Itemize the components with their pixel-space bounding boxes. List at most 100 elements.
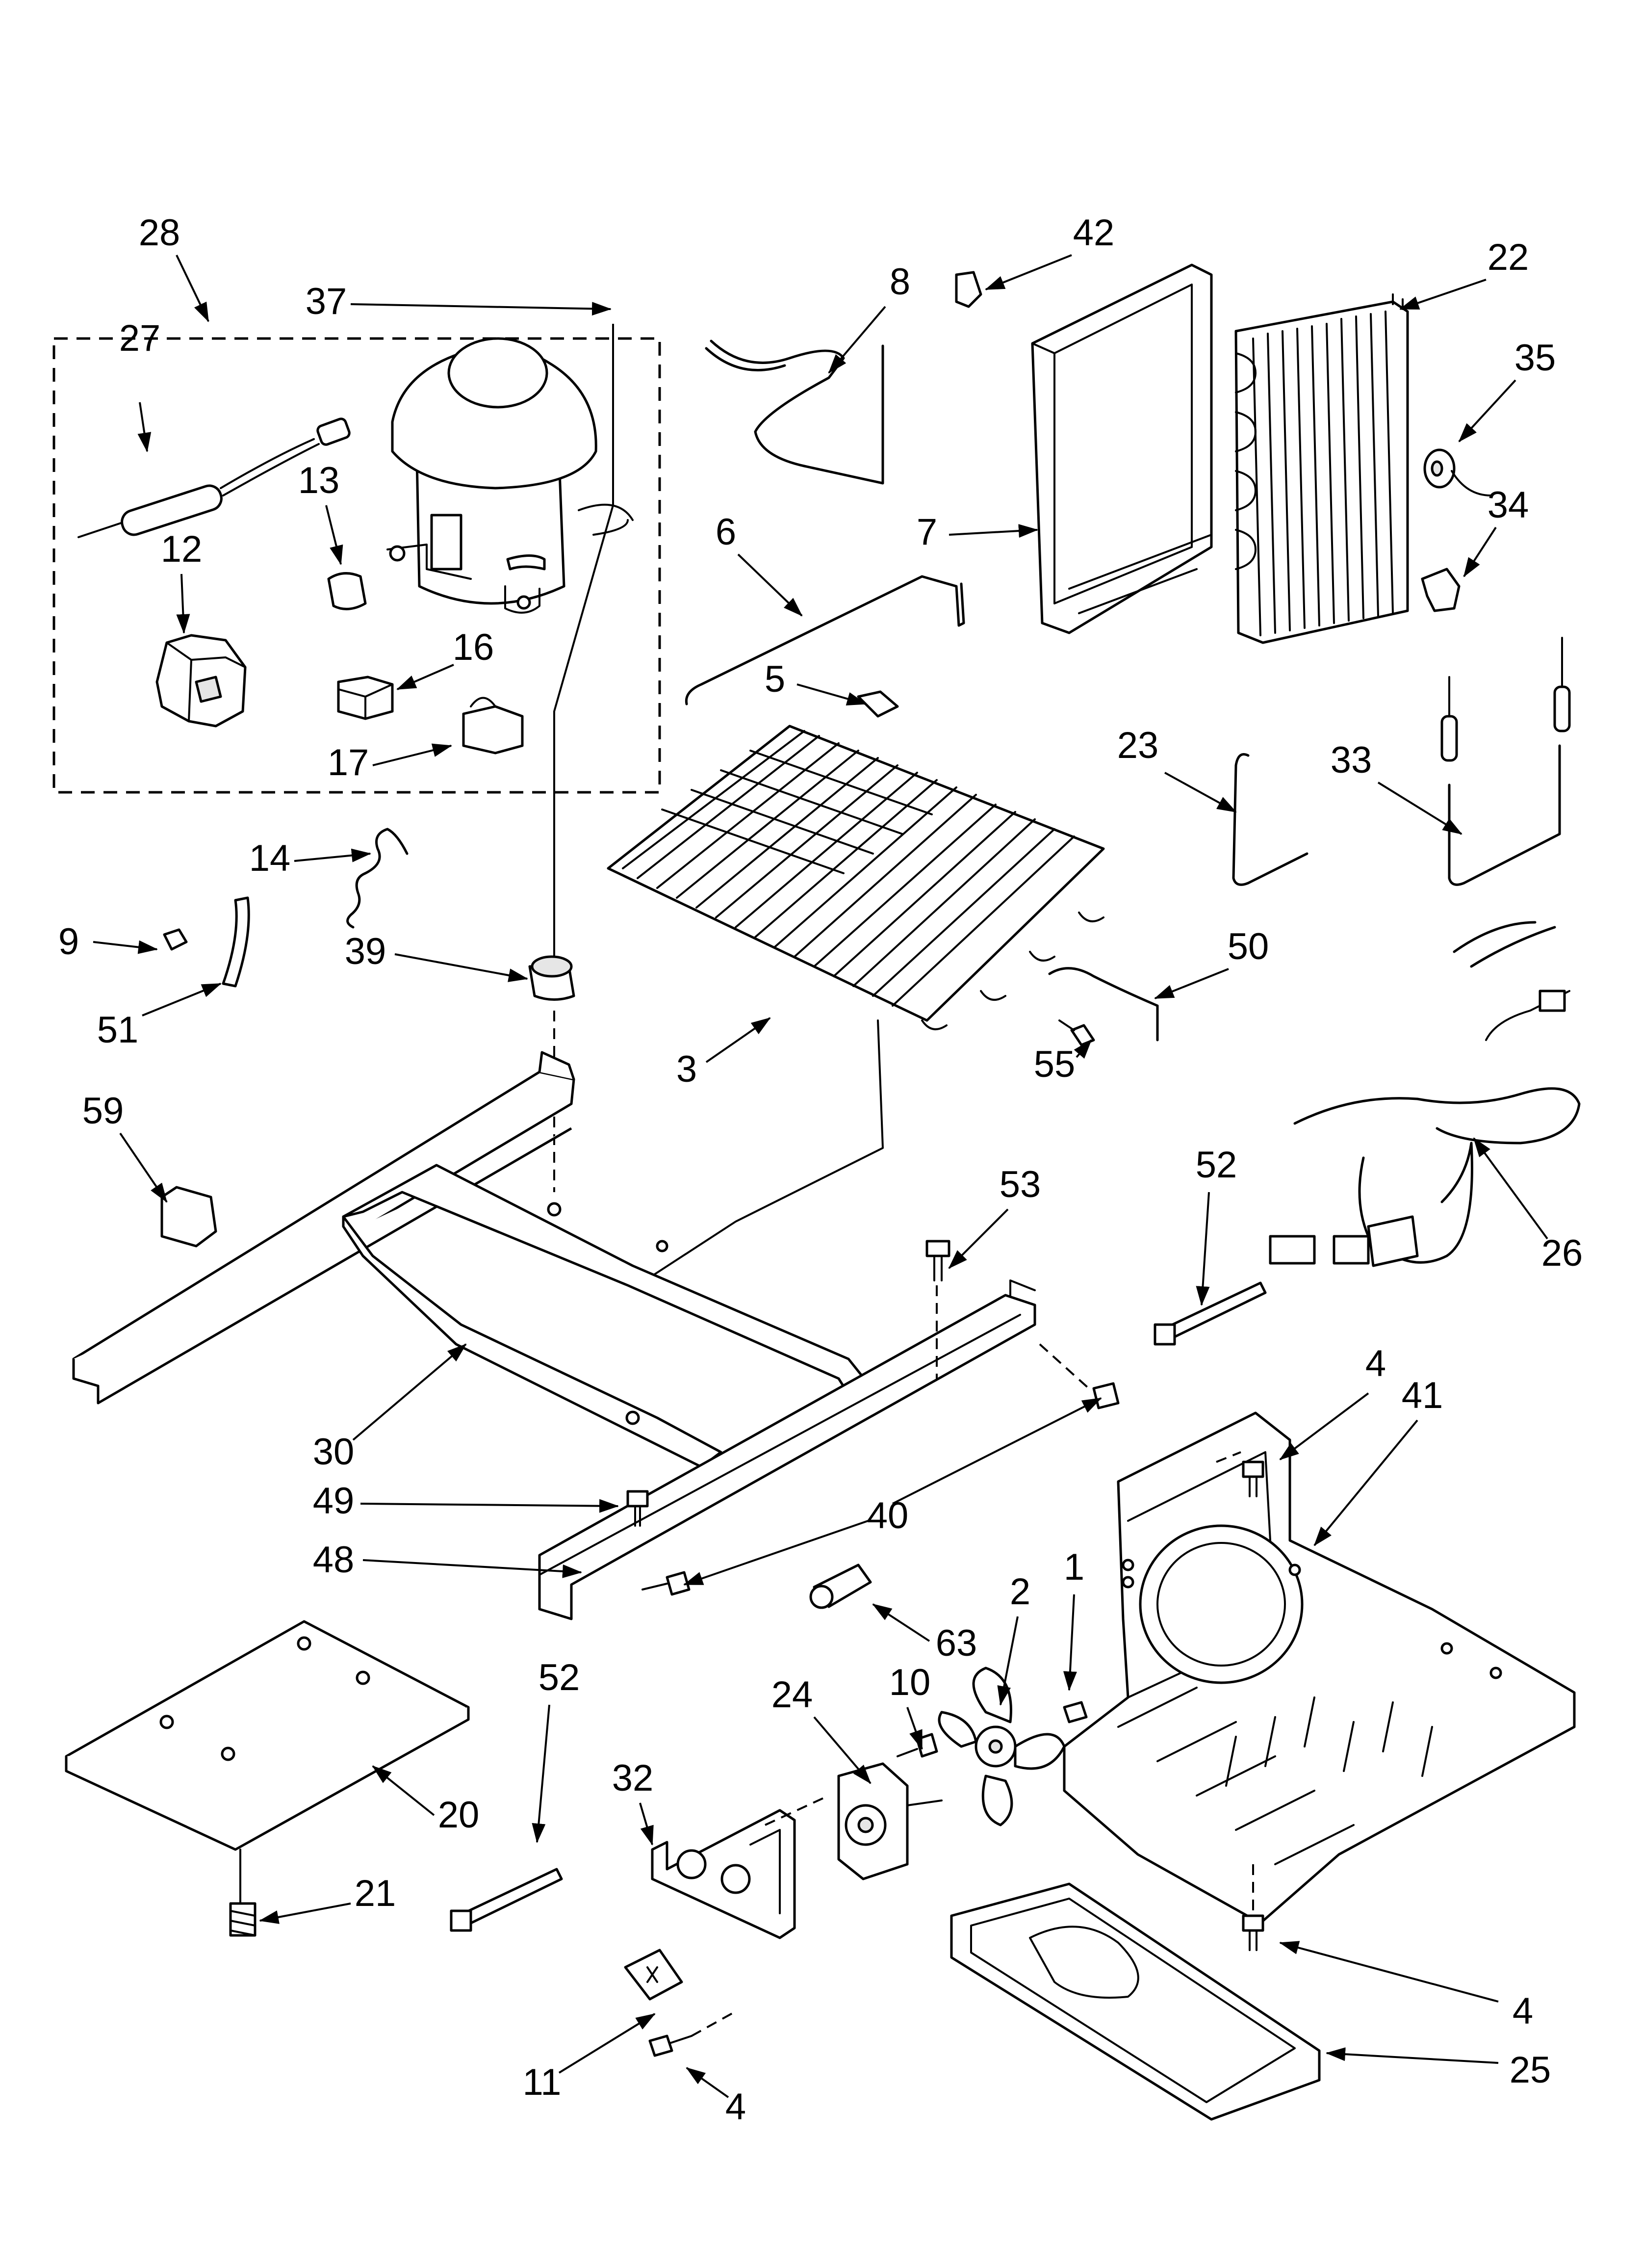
callout-label: 2	[1010, 1571, 1030, 1613]
part-4-screw-right	[1242, 1914, 1264, 1951]
leader-arrow	[1473, 1137, 1548, 1240]
callout-c11: 11	[523, 2013, 656, 2103]
callout-label: 48	[313, 1539, 355, 1581]
callout-c26: 26	[1473, 1137, 1583, 1274]
part-13-clip	[327, 572, 367, 610]
callout-label: 20	[438, 1794, 480, 1836]
callout-c63: 63	[872, 1603, 977, 1664]
part-26-harness	[1269, 921, 1581, 1267]
callout-label: 24	[771, 1674, 813, 1716]
part-32-bracket	[651, 1809, 796, 1939]
callout-c34: 34	[1463, 484, 1529, 577]
part-49-screw	[626, 1490, 649, 1527]
leader-arrow	[1458, 379, 1516, 443]
callout-label: 55	[1034, 1043, 1076, 1085]
callout-c10: 10	[889, 1662, 931, 1750]
callout-c22: 22	[1399, 236, 1529, 310]
callout-c30: 30	[313, 1343, 467, 1473]
callout-c27: 27	[119, 317, 161, 452]
part-24-motor	[837, 1762, 943, 1880]
callout-c50: 50	[1154, 926, 1269, 999]
callout-c21: 21	[259, 1873, 396, 1924]
callout-c59: 59	[82, 1090, 168, 1203]
leader-arrow	[997, 1616, 1019, 1706]
part-25-drain-pan	[950, 1882, 1321, 2121]
part-1-clip	[1063, 1701, 1088, 1723]
callout-label: 34	[1488, 484, 1529, 526]
callout-c9: 9	[58, 921, 158, 963]
leader-arrow	[1279, 1392, 1369, 1460]
callout-c52a: 52	[1196, 1144, 1237, 1306]
leader-arrow	[396, 664, 454, 690]
leader-arrow	[1377, 782, 1462, 835]
leader-arrow	[137, 402, 152, 452]
leader-arrow	[1196, 1192, 1210, 1306]
part-51-tube	[222, 896, 250, 988]
part-35-motor	[1423, 448, 1492, 496]
part-30-frame	[72, 1051, 870, 1468]
callout-c39: 39	[345, 931, 528, 982]
callout-c4b: 4	[686, 2067, 746, 2128]
callout-c24: 24	[771, 1674, 872, 1784]
callout-label: 8	[890, 261, 910, 303]
leader-arrow	[828, 306, 886, 374]
callout-c52b: 52	[532, 1657, 580, 1843]
part-34-clip	[1421, 568, 1461, 612]
callout-label: 52	[1196, 1144, 1237, 1186]
leader-arrow	[705, 1017, 771, 1063]
leader-arrow	[1164, 772, 1237, 813]
part-22-condenser	[1234, 293, 1409, 644]
callout-label: 6	[716, 511, 736, 553]
callout-label: 13	[298, 460, 340, 501]
callout-c33: 33	[1331, 739, 1462, 835]
callout-label: 27	[119, 317, 161, 359]
callout-c6: 6	[716, 511, 803, 617]
leader-arrow	[259, 1903, 351, 1924]
callout-c53: 53	[948, 1164, 1041, 1269]
leader-arrow	[176, 255, 209, 322]
callout-c40: 40	[683, 1397, 1102, 1586]
callout-c5: 5	[765, 658, 867, 706]
callout-c23: 23	[1117, 725, 1237, 813]
part-23-hook	[1232, 753, 1308, 886]
callout-label: 25	[1510, 2049, 1551, 2091]
leader-arrow	[906, 1707, 923, 1750]
part-11-plate	[624, 1949, 683, 2001]
part-8-tube	[705, 339, 884, 485]
callout-label: 11	[523, 2061, 562, 2103]
callout-label: 41	[1402, 1375, 1443, 1416]
leader-arrow	[949, 524, 1038, 538]
leader-arrow	[1154, 968, 1229, 999]
callout-label: 51	[97, 1009, 139, 1051]
leader-arrow	[1074, 1039, 1092, 1059]
callout-c3: 3	[676, 1017, 771, 1090]
callout-label: 53	[1000, 1164, 1041, 1205]
callout-label: 5	[765, 658, 785, 700]
callout-c41: 41	[1313, 1375, 1443, 1546]
part-48-bar	[538, 1279, 1036, 1620]
leader-arrow	[892, 1397, 1102, 1505]
callout-label: 39	[345, 931, 386, 972]
callout-label: 50	[1228, 926, 1269, 967]
callout-label: 21	[355, 1873, 396, 1914]
part-39-grommet	[528, 955, 575, 1001]
leader-arrow	[813, 1716, 872, 1784]
leader-arrow	[119, 1132, 168, 1203]
callout-c51: 51	[97, 983, 222, 1051]
leader-arrow	[558, 2013, 656, 2074]
callout-label: 26	[1541, 1232, 1583, 1274]
callout-label: 28	[139, 212, 180, 254]
callout-c2: 2	[997, 1571, 1030, 1706]
callout-c35: 35	[1458, 337, 1556, 443]
leader-arrow	[985, 254, 1072, 290]
callout-c1: 1	[1063, 1546, 1084, 1691]
callout-label: 10	[889, 1662, 931, 1703]
leader-arrow	[683, 1520, 869, 1586]
callout-label: 32	[612, 1757, 654, 1799]
leader-arrow	[1463, 526, 1497, 577]
part-41-shroud	[1063, 1411, 1576, 1925]
callout-label: 4	[725, 2086, 746, 2128]
leader-arrow	[142, 983, 222, 1017]
part-7-housing	[1031, 263, 1213, 634]
